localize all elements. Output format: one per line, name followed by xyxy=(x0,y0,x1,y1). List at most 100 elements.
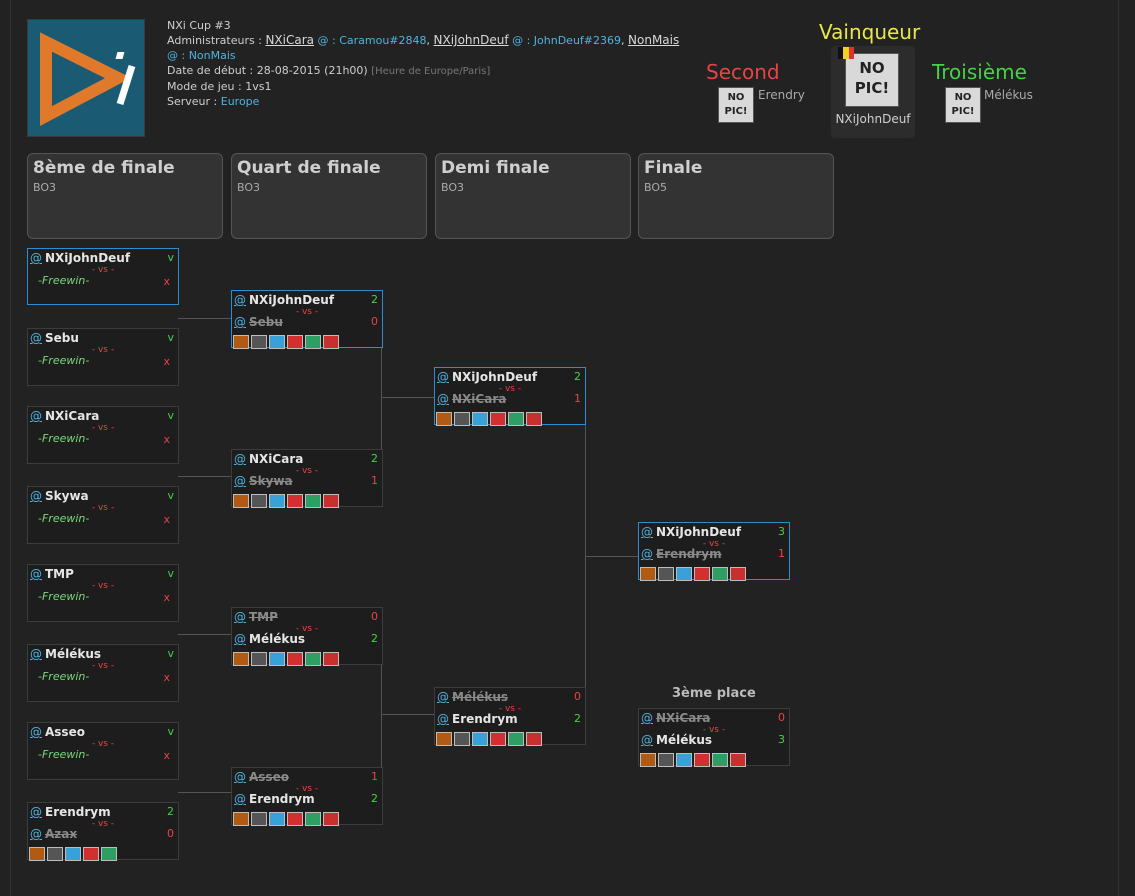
video-icon[interactable] xyxy=(269,812,285,826)
download-icon[interactable] xyxy=(436,412,452,426)
player-name[interactable]: Skywa xyxy=(45,489,89,503)
mic-icon[interactable] xyxy=(251,812,267,826)
video-icon[interactable] xyxy=(269,335,285,349)
download-icon[interactable] xyxy=(640,567,656,581)
close-icon[interactable] xyxy=(323,335,339,349)
image-icon[interactable] xyxy=(305,335,321,349)
image-icon[interactable] xyxy=(101,847,117,861)
player-name[interactable]: Sebu xyxy=(45,331,79,345)
download-icon[interactable] xyxy=(640,753,656,767)
at-link[interactable]: @ xyxy=(437,690,449,704)
image-icon[interactable] xyxy=(508,732,524,746)
at-link[interactable]: @ xyxy=(437,392,449,406)
player-name[interactable]: Erendrym xyxy=(656,547,722,561)
player-name[interactable]: Erendrym xyxy=(452,712,518,726)
video-icon[interactable] xyxy=(269,652,285,666)
at-link[interactable]: @ xyxy=(30,331,42,345)
player-name[interactable]: Mélékus xyxy=(45,647,101,661)
at-link[interactable]: @ xyxy=(641,733,653,747)
video-icon[interactable] xyxy=(676,567,692,581)
image-icon[interactable] xyxy=(712,753,728,767)
at-link[interactable]: @ xyxy=(30,827,42,841)
youtube-icon[interactable] xyxy=(287,652,303,666)
player-name[interactable]: NXiJohnDeuf xyxy=(656,525,742,539)
download-icon[interactable] xyxy=(233,652,249,666)
video-icon[interactable] xyxy=(472,732,488,746)
player-name[interactable]: Asseo xyxy=(45,725,85,739)
at-link[interactable]: @ xyxy=(30,567,42,581)
at-link[interactable]: @ xyxy=(234,315,246,329)
at-link[interactable]: @ xyxy=(234,474,246,488)
player-name[interactable]: Mélékus xyxy=(452,690,508,704)
player-name[interactable]: NXiCara xyxy=(656,711,711,725)
video-icon[interactable] xyxy=(65,847,81,861)
player-name[interactable]: NXiCara xyxy=(452,392,507,406)
player-name[interactable]: NXiCara xyxy=(249,452,304,466)
player-name[interactable]: TMP xyxy=(45,567,74,581)
at-link[interactable]: @ xyxy=(641,547,653,561)
video-icon[interactable] xyxy=(269,494,285,508)
at-link[interactable]: @ xyxy=(30,251,42,265)
at-link[interactable]: @ xyxy=(30,805,42,819)
admin-link-nxijohndeuf[interactable]: NXiJohnDeuf xyxy=(433,33,509,47)
download-icon[interactable] xyxy=(233,494,249,508)
player-name[interactable]: Sebu xyxy=(249,315,283,329)
close-icon[interactable] xyxy=(526,732,542,746)
mic-icon[interactable] xyxy=(454,732,470,746)
mic-icon[interactable] xyxy=(658,753,674,767)
player-name[interactable]: Erendrym xyxy=(45,805,111,819)
player-name[interactable]: Azax xyxy=(45,827,78,841)
close-icon[interactable] xyxy=(323,494,339,508)
youtube-icon[interactable] xyxy=(287,494,303,508)
close-icon[interactable] xyxy=(323,652,339,666)
admin-link-nonmais[interactable]: NonMais xyxy=(628,33,680,47)
at-link[interactable]: @ xyxy=(234,293,246,307)
player-name[interactable]: NXiJohnDeuf xyxy=(452,370,538,384)
download-icon[interactable] xyxy=(29,847,45,861)
at-link[interactable]: @ xyxy=(641,525,653,539)
youtube-icon[interactable] xyxy=(490,732,506,746)
close-icon[interactable] xyxy=(730,753,746,767)
mic-icon[interactable] xyxy=(454,412,470,426)
close-icon[interactable] xyxy=(526,412,542,426)
at-link[interactable]: @ xyxy=(641,711,653,725)
at-link[interactable]: @ xyxy=(30,647,42,661)
player-name[interactable]: NXiJohnDeuf xyxy=(249,293,335,307)
mic-icon[interactable] xyxy=(251,494,267,508)
player-name[interactable]: Asseo xyxy=(249,770,289,784)
player-name[interactable]: Mélékus xyxy=(249,632,305,646)
image-icon[interactable] xyxy=(508,412,524,426)
image-icon[interactable] xyxy=(305,494,321,508)
image-icon[interactable] xyxy=(305,812,321,826)
youtube-icon[interactable] xyxy=(287,335,303,349)
at-link[interactable]: @ xyxy=(30,489,42,503)
at-link[interactable]: @ xyxy=(437,712,449,726)
download-icon[interactable] xyxy=(436,732,452,746)
youtube-icon[interactable] xyxy=(287,812,303,826)
at-link[interactable]: @ xyxy=(234,452,246,466)
video-icon[interactable] xyxy=(676,753,692,767)
mic-icon[interactable] xyxy=(251,335,267,349)
close-icon[interactable] xyxy=(730,567,746,581)
mic-icon[interactable] xyxy=(47,847,63,861)
player-name[interactable]: TMP xyxy=(249,610,278,624)
at-link[interactable]: @ xyxy=(234,632,246,646)
image-icon[interactable] xyxy=(305,652,321,666)
at-link[interactable]: @ xyxy=(234,792,246,806)
player-name[interactable]: Skywa xyxy=(249,474,293,488)
player-name[interactable]: Erendrym xyxy=(249,792,315,806)
close-icon[interactable] xyxy=(323,812,339,826)
